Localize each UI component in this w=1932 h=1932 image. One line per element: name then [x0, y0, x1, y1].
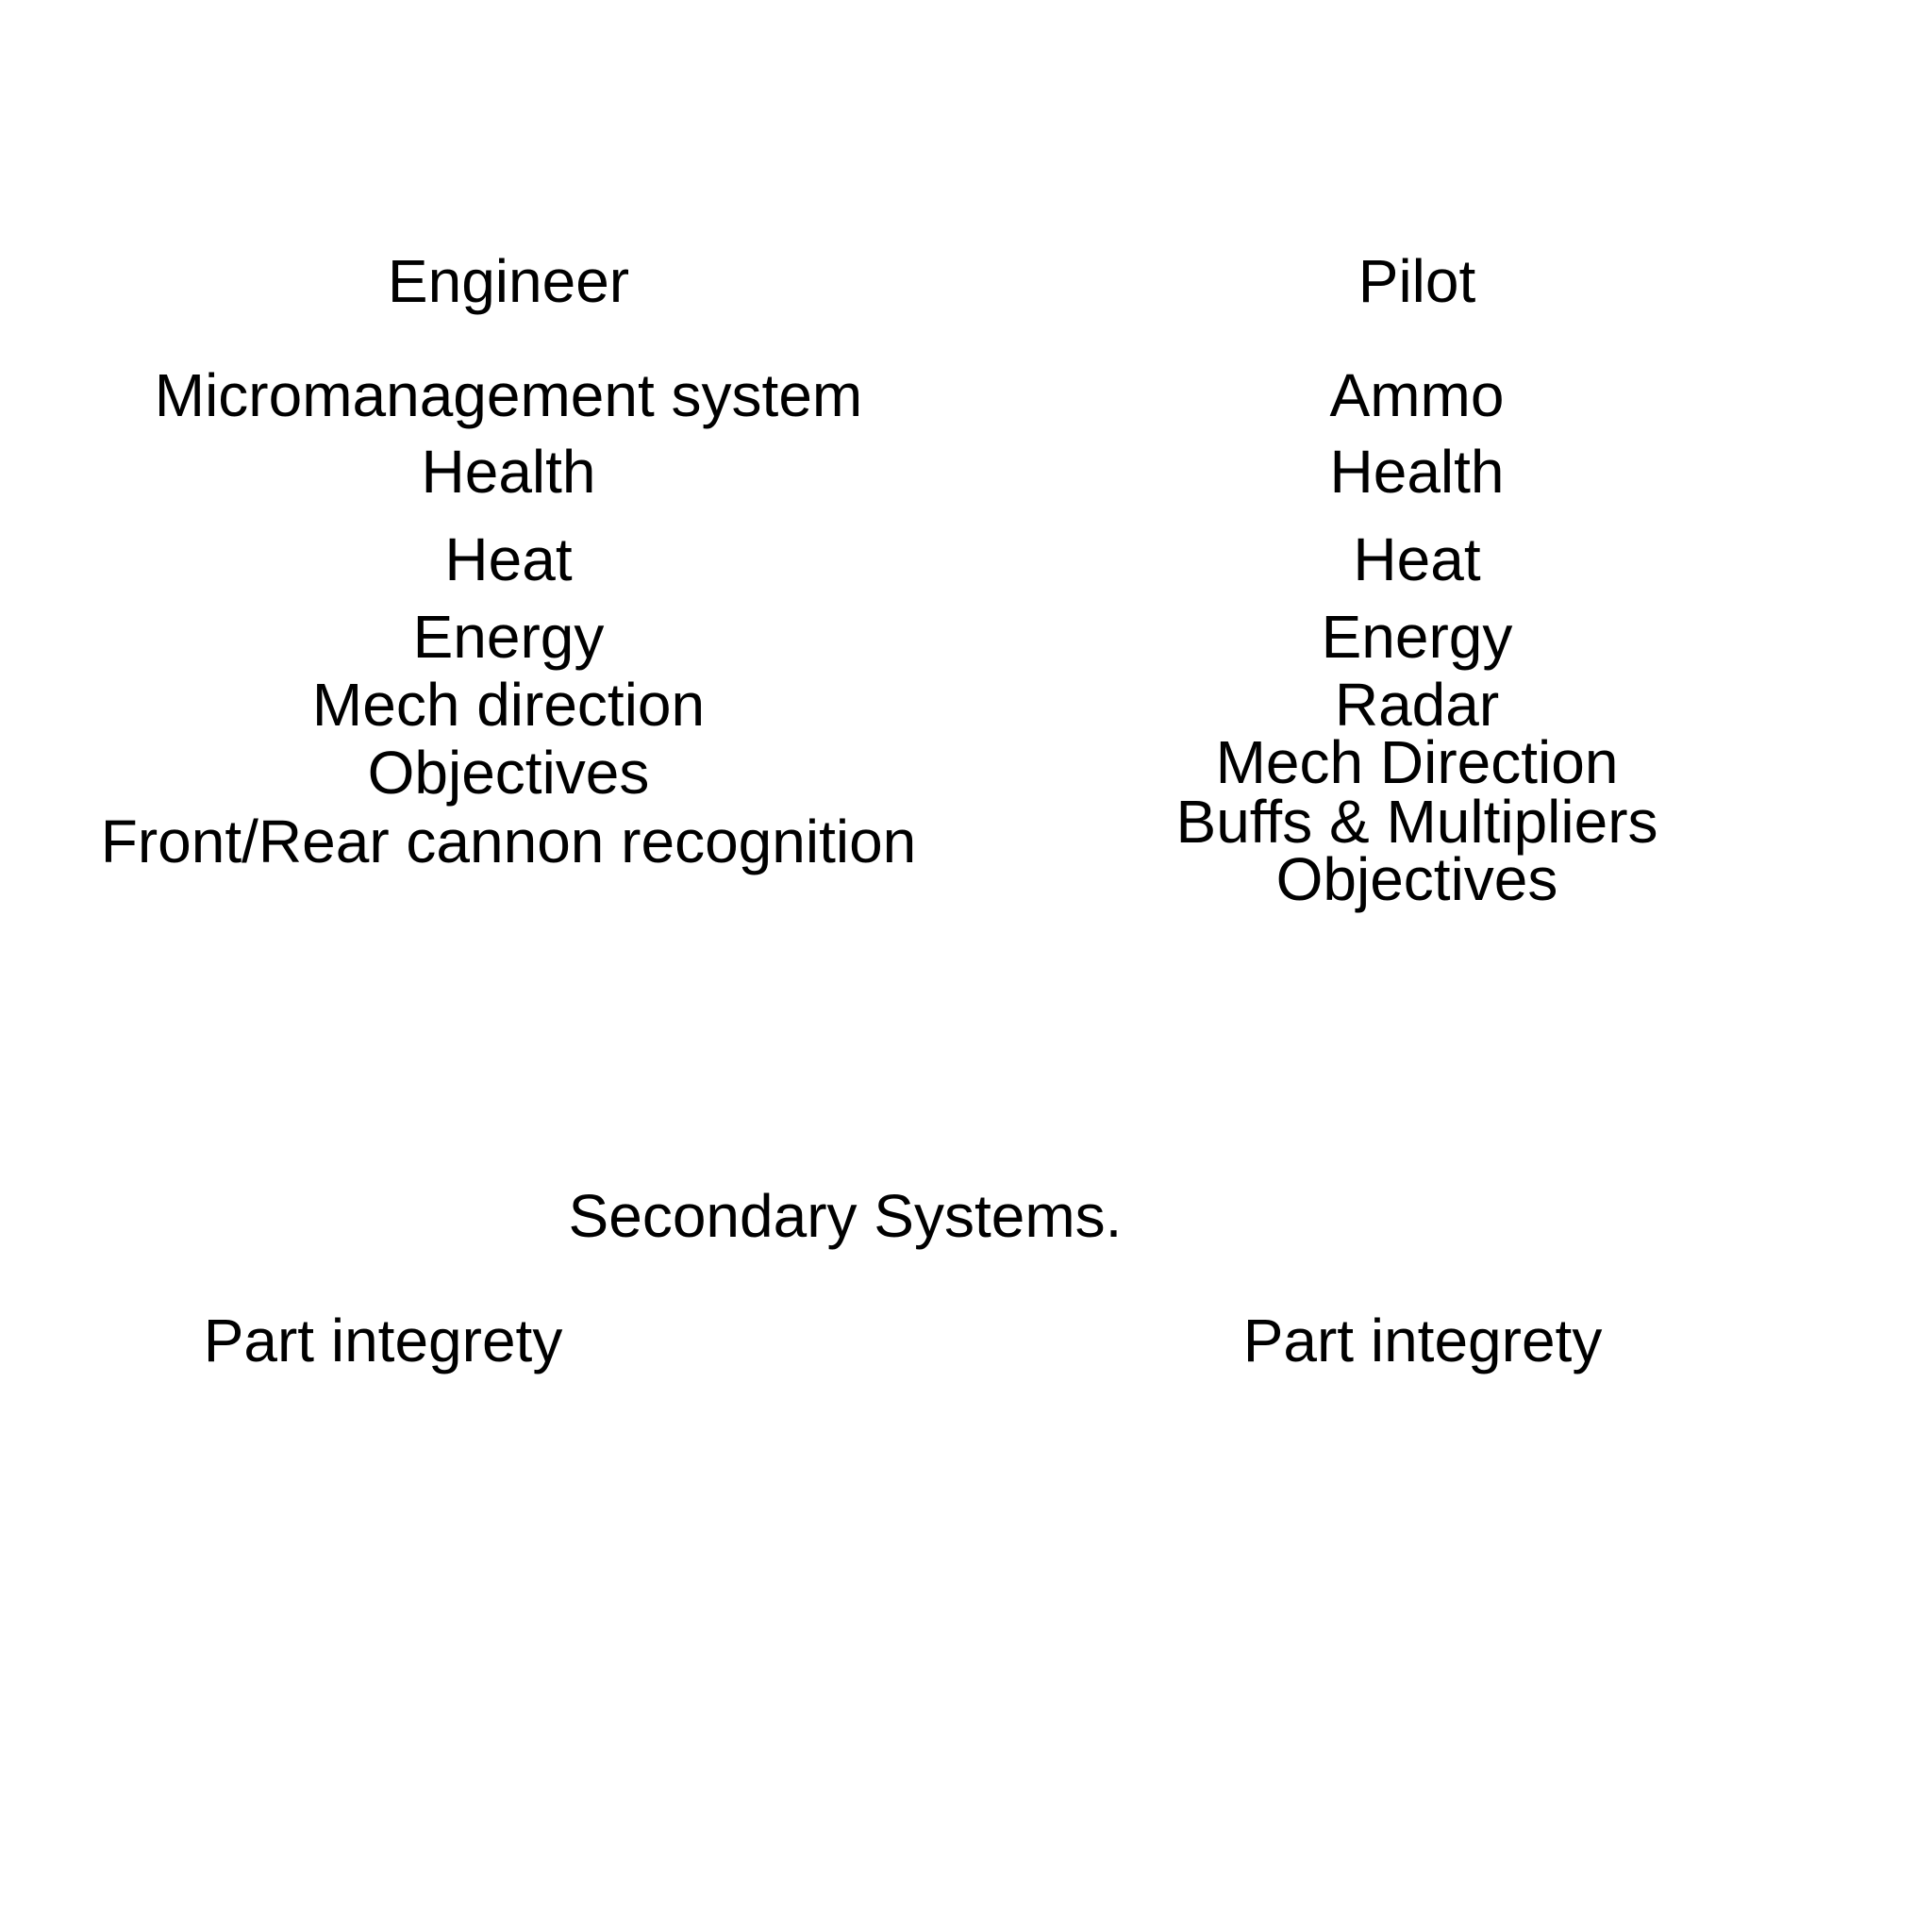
pilot-item: Ammo: [1329, 361, 1505, 429]
engineer-heading: Engineer: [387, 247, 630, 315]
engineer-item: Front/Rear cannon recognition: [100, 808, 917, 875]
engineer-item: Micromanagement system: [154, 361, 863, 429]
engineer-item: Heat: [444, 525, 573, 593]
pilot-heading: Pilot: [1357, 247, 1476, 315]
pilot-item: Energy: [1321, 603, 1513, 671]
engineer-item: Mech direction: [311, 671, 706, 739]
pilot-item: Radar: [1334, 671, 1500, 739]
secondary-heading: Secondary Systems.: [568, 1182, 1123, 1250]
pilot-item: Buffs & Multipliers: [1175, 788, 1658, 856]
engineer-item: Objectives: [367, 739, 650, 807]
engineer-item: Energy: [412, 603, 605, 671]
engineer-item: Health: [421, 438, 596, 506]
secondary-pilot-item: Part integrety: [1242, 1307, 1603, 1374]
pilot-item: Health: [1329, 438, 1505, 506]
pilot-item: Objectives: [1275, 845, 1558, 913]
pilot-item: Heat: [1353, 525, 1481, 593]
secondary-engineer-item: Part integrety: [203, 1307, 563, 1374]
pilot-item: Mech Direction: [1215, 728, 1619, 796]
